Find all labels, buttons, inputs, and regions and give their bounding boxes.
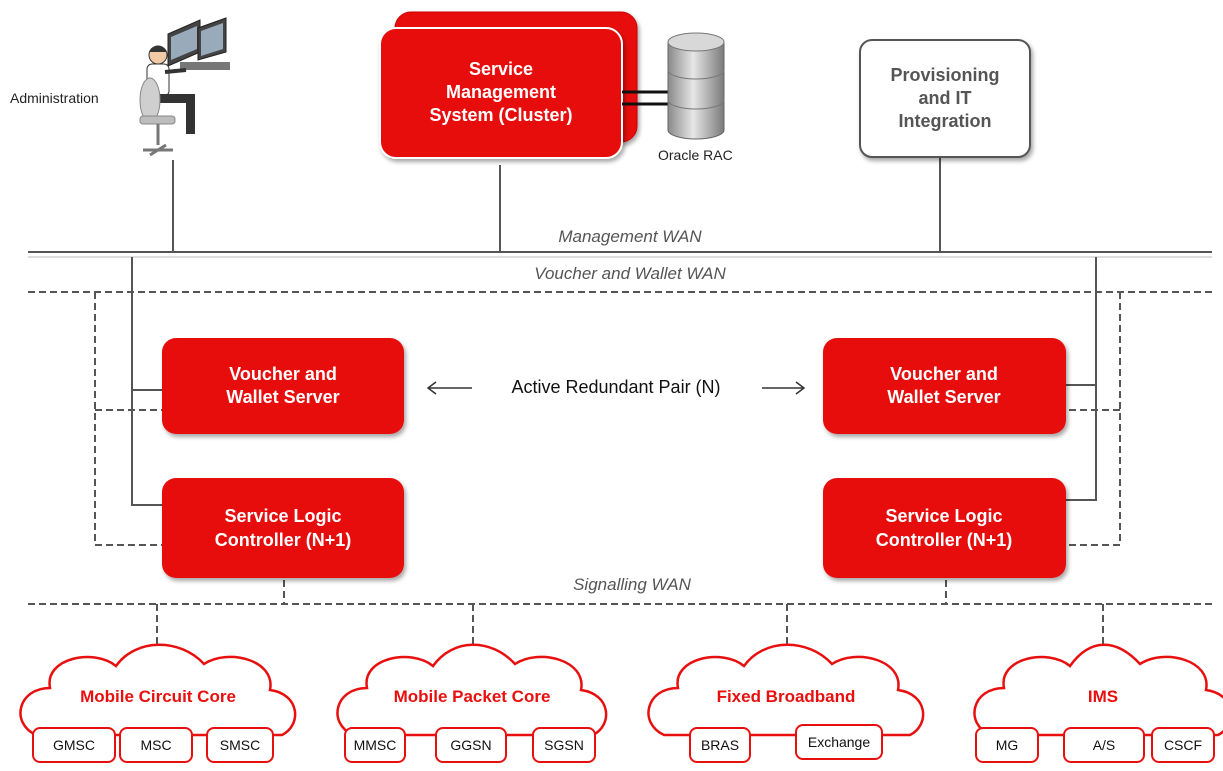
network-element-ggsn: GGSN <box>450 737 491 753</box>
left-dashed-slc-link <box>94 292 162 546</box>
network-element-sgsn: SGSN <box>544 737 584 753</box>
voucher-wallet-wan-label: Voucher and Wallet WAN <box>534 264 726 283</box>
network-element-box <box>344 727 406 763</box>
network-element-a-s: A/S <box>1093 737 1116 753</box>
slc-right-line2: Controller (N+1) <box>876 530 1013 550</box>
network-element-box <box>206 727 274 763</box>
active-redundant-pair-label: Active Redundant Pair (N) <box>511 377 720 397</box>
left-vws-connector <box>131 257 162 391</box>
network-element-msc: MSC <box>140 737 171 753</box>
dashed-lines <box>28 291 1212 648</box>
right-dashed-slc-link <box>1066 292 1121 546</box>
redundant-pair-arrows <box>426 381 806 395</box>
network-element-box <box>32 727 116 763</box>
network-element-box <box>435 727 507 763</box>
cloud-title: IMS <box>1088 687 1118 706</box>
network-element-cscf: CSCF <box>1164 737 1202 753</box>
network-element-smsc: SMSC <box>220 737 260 753</box>
provisioning-line3: Integration <box>899 111 992 131</box>
sms-title-line3: System (Cluster) <box>429 105 572 125</box>
service-logic-controller-left: Service Logic Controller (N+1) <box>162 478 404 578</box>
network-element-box <box>532 727 596 763</box>
service-logic-controller-right: Service Logic Controller (N+1) <box>823 478 1066 578</box>
slc-left-line1: Service Logic <box>224 506 341 526</box>
right-slc-connector <box>1066 385 1097 501</box>
cloud-ims: IMS MG A/S CSCF <box>973 643 1223 763</box>
vws-right-line2: Wallet Server <box>887 387 1000 407</box>
provisioning-line2: and IT <box>919 88 972 108</box>
management-wan-lines <box>28 158 1212 506</box>
slc-right-line1: Service Logic <box>885 506 1002 526</box>
administration-label: Administration <box>10 90 99 106</box>
cloud-shape <box>336 643 608 737</box>
network-element-mmsc: MMSC <box>354 737 397 753</box>
cloud-title: Mobile Circuit Core <box>80 687 236 706</box>
cloud-shape <box>973 643 1223 737</box>
voucher-wallet-server-left: Voucher and Wallet Server <box>162 338 404 434</box>
provisioning-box <box>859 39 1031 158</box>
slc-left-line2: Controller (N+1) <box>215 530 352 550</box>
vws-left-line2: Wallet Server <box>226 387 339 407</box>
cloud-title: Mobile Packet Core <box>394 687 551 706</box>
network-element-gmsc: GMSC <box>53 737 95 753</box>
voucher-wallet-server-right: Voucher and Wallet Server <box>823 338 1066 434</box>
vws-right-line1: Voucher and <box>890 364 998 384</box>
provisioning-line1: Provisioning <box>890 65 999 85</box>
right-vws-connector <box>1066 257 1097 386</box>
left-slc-connector <box>131 390 162 506</box>
vws-left-line1: Voucher and <box>229 364 337 384</box>
provisioning-it-integration: Provisioning and IT Integration <box>859 39 1031 158</box>
network-element-box <box>975 727 1039 763</box>
signalling-wan-label: Signalling WAN <box>573 575 692 594</box>
network-element-mg: MG <box>996 737 1019 753</box>
network-element-box <box>1151 727 1215 763</box>
network-element-box <box>119 727 193 763</box>
network-element-box <box>795 724 883 760</box>
sms-title-line1: Service <box>469 59 533 79</box>
operator-workstation-icon <box>139 17 230 157</box>
cloud-title: Fixed Broadband <box>717 687 856 706</box>
cloud-shape <box>19 643 297 737</box>
network-element-exchange: Exchange <box>808 734 870 750</box>
sms-db-link-lines <box>622 90 670 106</box>
management-wan-label: Management WAN <box>558 227 702 246</box>
network-element-bras: BRAS <box>701 737 739 753</box>
service-management-system-cluster: Service Management System (Cluster) <box>379 11 638 159</box>
arrow-left-head <box>426 381 437 395</box>
cloud-shape <box>647 643 925 737</box>
network-element-box <box>689 727 751 763</box>
oracle-rac-label: Oracle RAC <box>658 147 733 163</box>
database-cylinder-icon <box>667 32 725 140</box>
arrow-right-head <box>795 381 806 395</box>
network-element-box <box>1063 727 1145 763</box>
sms-title-line2: Management <box>446 82 556 102</box>
